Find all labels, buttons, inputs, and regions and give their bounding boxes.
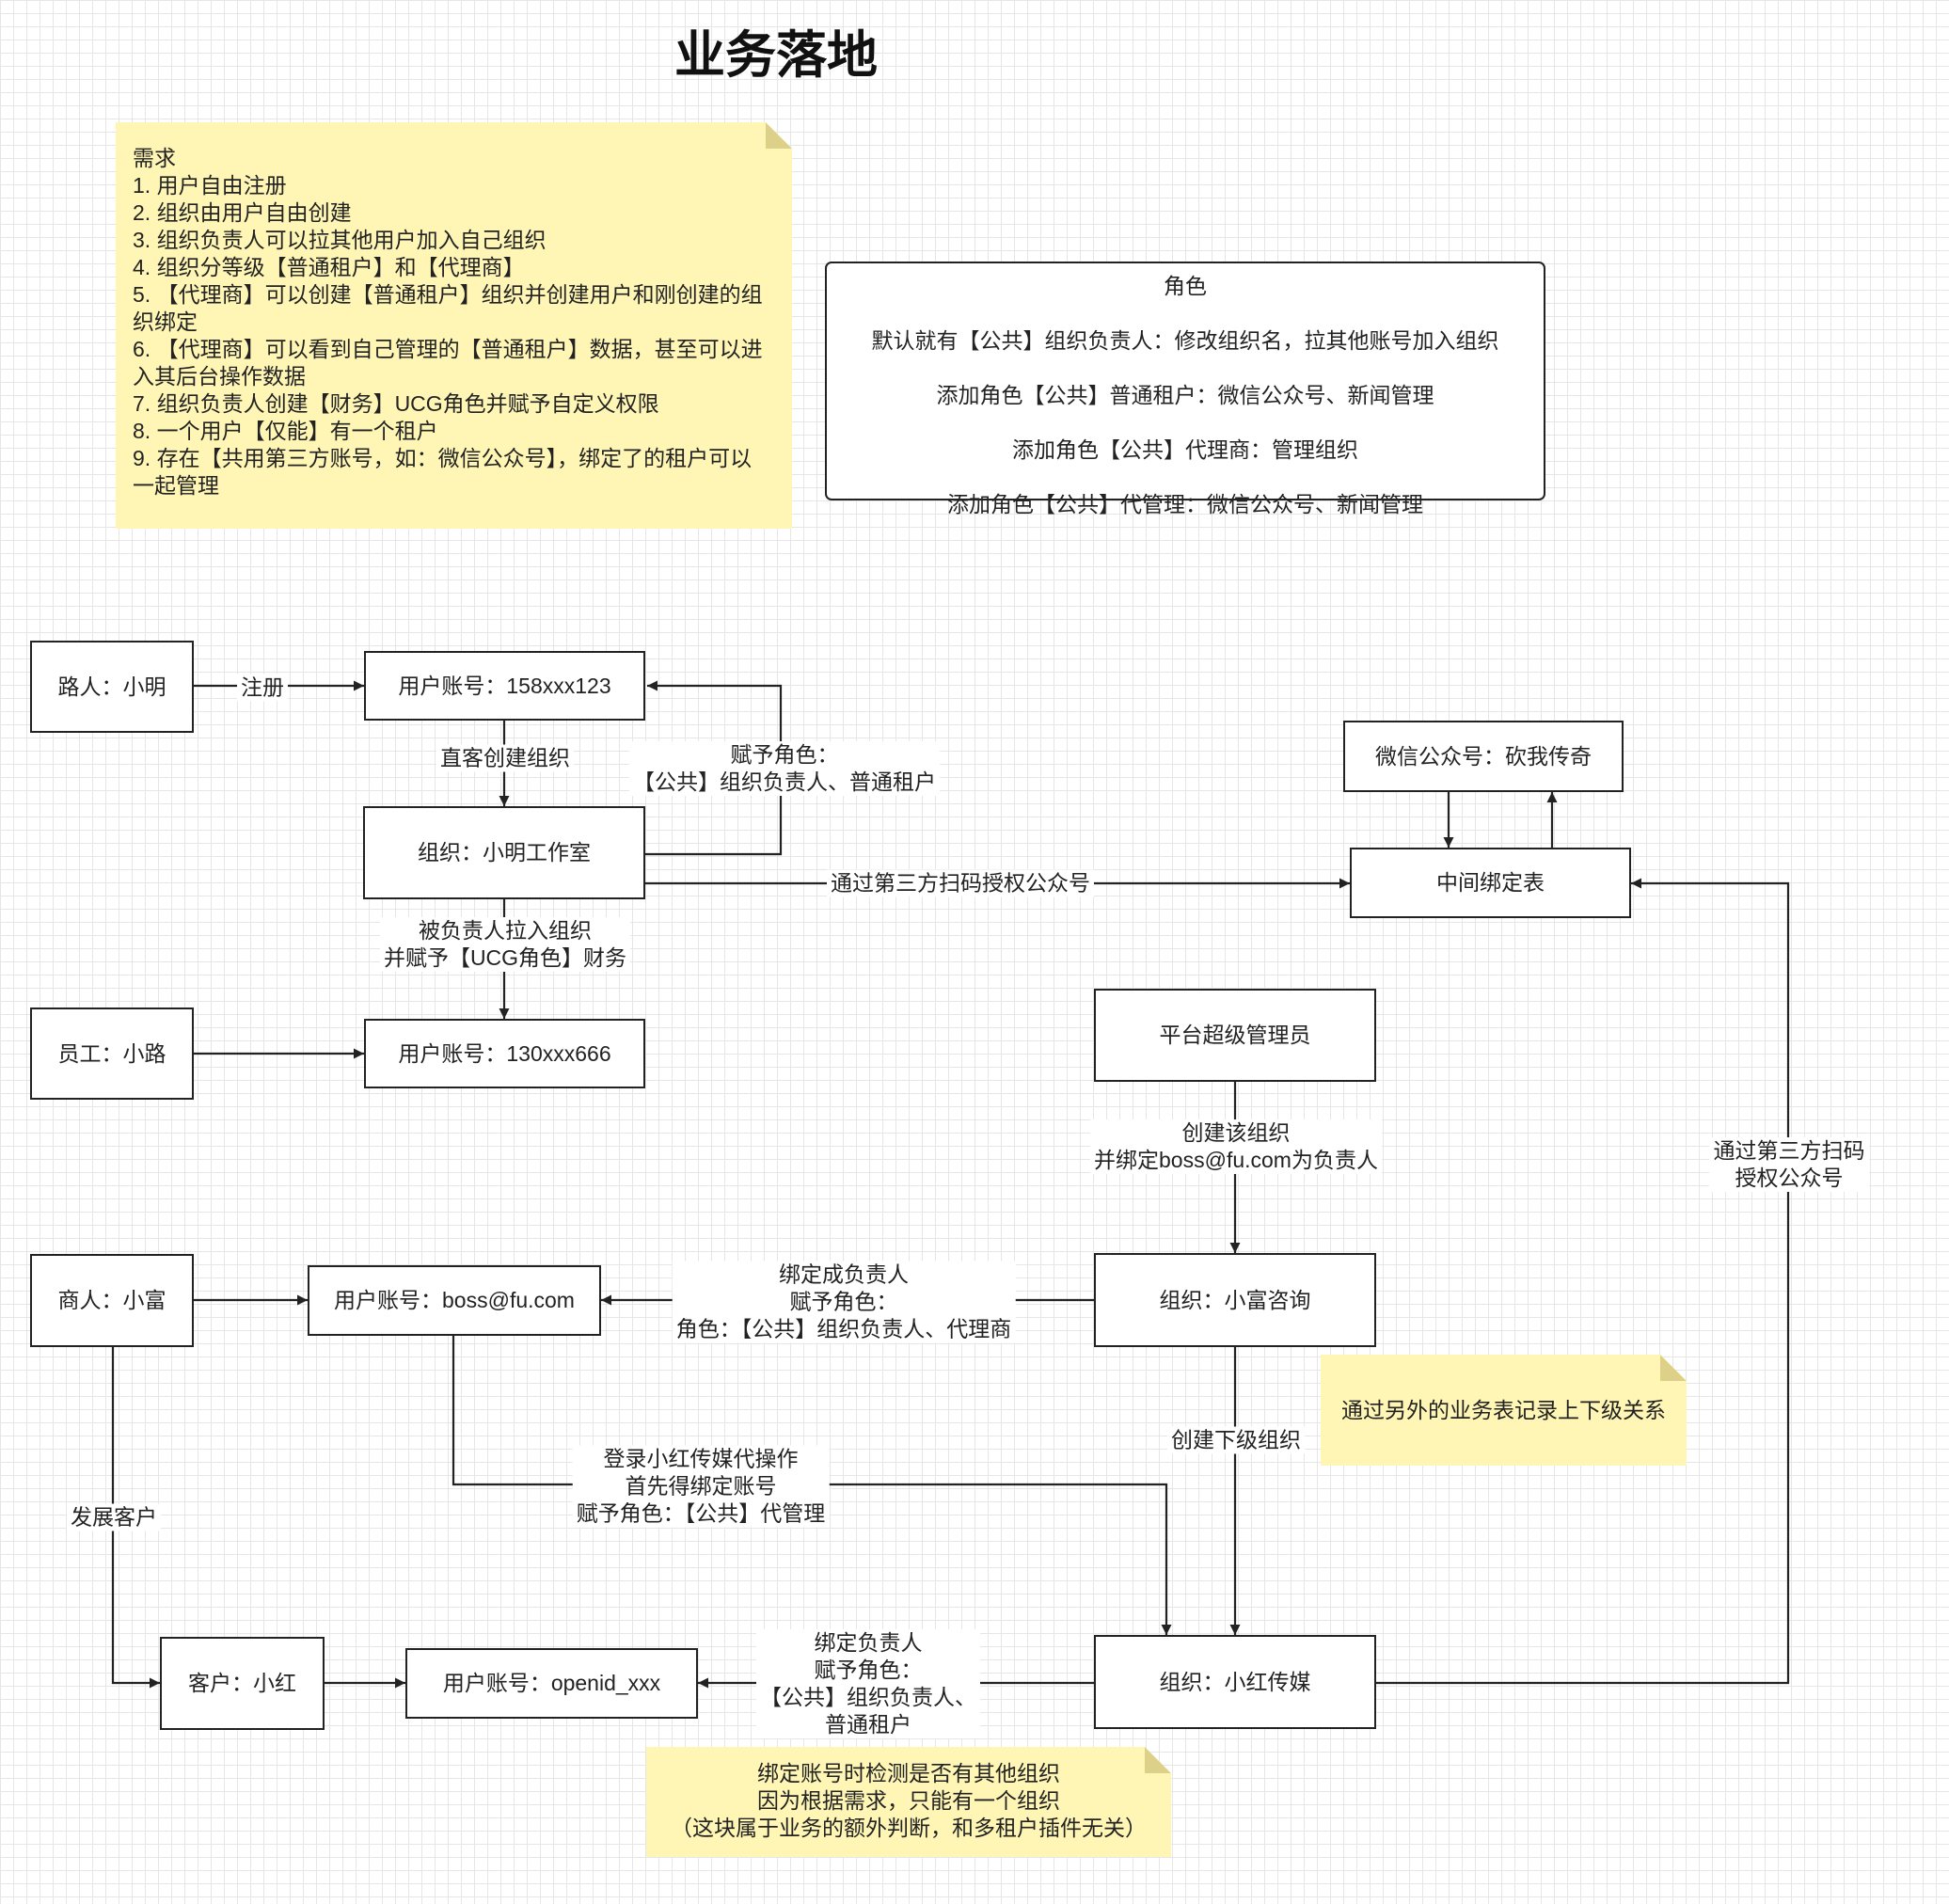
node-passerby[interactable]: 路人：小明 [30, 641, 194, 733]
node-customer[interactable]: 客户：小红 [160, 1637, 325, 1730]
note-line: 2. 组织由用户自由创建 [133, 200, 352, 225]
node-org-xiaoming[interactable]: 组织：小明工作室 [363, 806, 645, 899]
note-line: 4. 组织分等级【普通租户】和【代理商】 [133, 255, 525, 279]
side-note: 通过另外的业务表记录上下级关系 [1321, 1355, 1687, 1466]
edge-label-login-proxy: 登录小红传媒代操作 首先得绑定账号 赋予角色：【公共】代管理 [572, 1445, 830, 1528]
edge-label-create-org: 直客创建组织 [436, 744, 574, 772]
edge-auth-2 [1376, 878, 1790, 1685]
note-line: 7. 组织负责人创建【财务】UCG角色并赋予自定义权限 [133, 391, 659, 416]
bottom-note-line: 绑定账号时检测是否有其他组织 [757, 1761, 1060, 1785]
role-line: 添加角色【公共】普通租户：微信公众号、新闻管理 [936, 383, 1434, 407]
edge-label-assign-role: 赋予角色： 【公共】组织负责人、普通租户 [629, 741, 940, 796]
note-line: 需求 [133, 146, 176, 170]
note-line: 9. 存在【共用第三方账号，如：微信公众号】，绑定了的租户可以 [133, 446, 753, 470]
note-line: 3. 组织负责人可以拉其他用户加入自己组织 [133, 228, 547, 252]
edge-label-auth-2: 通过第三方扫码授权公众号 [1709, 1137, 1869, 1192]
bottom-note-line: 因为根据需求，只能有一个组织 [757, 1788, 1060, 1813]
node-staff[interactable]: 员工：小路 [30, 1008, 194, 1100]
edge-label-create-bind: 创建该组织 并绑定boss@fu.com为负责人 [1090, 1119, 1382, 1174]
note-line: 织绑定 [133, 309, 198, 334]
edge-label-develop: 发展客户 [67, 1503, 161, 1531]
note-line: 8. 一个用户【仅能】有一个租户 [133, 419, 438, 443]
note-line: 入其后台操作数据 [133, 364, 306, 389]
role-line: 添加角色【公共】代管理：微信公众号、新闻管理 [947, 492, 1423, 516]
node-binding-table[interactable]: 中间绑定表 [1350, 848, 1631, 918]
node-org-xiaohong[interactable]: 组织：小红传媒 [1094, 1635, 1376, 1729]
bottom-note: 绑定账号时检测是否有其他组织 因为根据需求，只能有一个组织 （这块属于业务的额外… [646, 1747, 1171, 1857]
node-account-openid[interactable]: 用户账号：openid_xxx [405, 1648, 698, 1719]
roles-box[interactable]: 角色 默认就有【公共】组织负责人：修改组织名，拉其他账号加入组织 添加角色【公共… [825, 262, 1545, 516]
note-line: 一起管理 [133, 473, 219, 498]
note-line: 5. 【代理商】可以创建【普通租户】组织并创建用户和刚创建的组 [133, 282, 763, 307]
edge-develop [111, 1347, 160, 1689]
role-line: 默认就有【公共】组织负责人：修改组织名，拉其他账号加入组织 [871, 328, 1499, 353]
node-wechat[interactable]: 微信公众号：砍我传奇 [1343, 721, 1624, 792]
note-line: 1. 用户自由注册 [133, 173, 287, 198]
node-merchant[interactable]: 商人：小富 [30, 1254, 194, 1347]
node-account-boss[interactable]: 用户账号：boss@fu.com [308, 1265, 601, 1336]
bottom-note-line: （这块属于业务的额外判断，和多租户插件无关） [671, 1816, 1147, 1840]
edge-label-bind-owner-2: 绑定负责人 赋予角色： 【公共】组织负责人、 普通租户 [756, 1629, 980, 1738]
side-note-text: 通过另外的业务表记录上下级关系 [1341, 1397, 1666, 1422]
page-title: 业务落地 [674, 27, 878, 84]
node-super-admin[interactable]: 平台超级管理员 [1094, 989, 1376, 1082]
edge-label-auth-1: 通过第三方扫码授权公众号 [827, 869, 1094, 897]
roles-title: 角色 [1164, 274, 1207, 298]
node-org-xiaofu[interactable]: 组织：小富咨询 [1094, 1253, 1376, 1347]
edge-label-register: 注册 [237, 674, 288, 702]
edge-label-create-sub: 创建下级组织 [1167, 1426, 1305, 1454]
edge-label-pulled-in: 被负责人拉入组织 并赋予【UCG角色】财务 [379, 917, 631, 972]
edge-label-bind-owner: 绑定成负责人 赋予角色： 角色：【公共】组织负责人、代理商 [672, 1261, 1016, 1343]
role-line: 添加角色【公共】代理商：管理组织 [1012, 437, 1358, 462]
node-account-158[interactable]: 用户账号：158xxx123 [364, 651, 645, 721]
requirements-note: 需求 1. 用户自由注册 2. 组织由用户自由创建 3. 组织负责人可以拉其他用… [116, 122, 792, 529]
note-line: 6. 【代理商】可以看到自己管理的【普通租户】数据，甚至可以进 [133, 337, 763, 361]
node-account-130[interactable]: 用户账号：130xxx666 [364, 1019, 645, 1088]
